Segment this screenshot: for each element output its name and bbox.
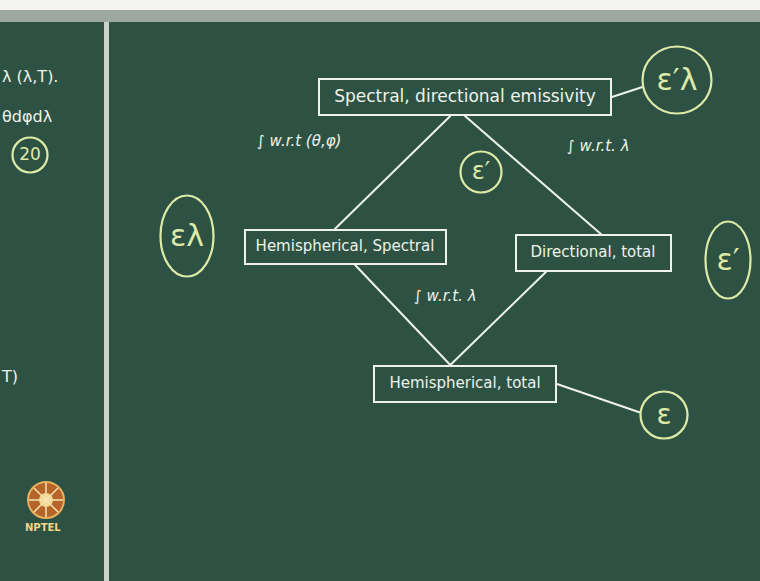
symbol-circle: ε′ — [459, 150, 503, 194]
symbol-text: ελ — [170, 219, 204, 254]
connector-line — [612, 87, 642, 97]
board-note: λ (λ,T). — [2, 68, 58, 86]
process-box: Spectral, directional emissivity — [318, 78, 612, 116]
connector-line — [355, 265, 450, 365]
symbol-text: ε′λ — [657, 63, 698, 98]
logo-text: NPTEL — [25, 522, 61, 534]
box-label: Hemispherical, Spectral — [256, 238, 435, 255]
symbol-text: ε′ — [716, 243, 739, 278]
symbol-circle: ελ — [159, 194, 215, 278]
symbol-text: ε — [656, 399, 671, 431]
connector-line — [450, 272, 546, 365]
box-label: Spectral, directional emissivity — [334, 87, 596, 107]
equation-number: 20 — [11, 136, 49, 174]
process-box: Hemispherical, total — [373, 365, 557, 403]
edge-label: ∫ w.r.t (θ,φ) — [255, 133, 343, 150]
edge-label: ∫ w.r.t. λ — [412, 288, 479, 305]
symbol-text: 20 — [19, 145, 41, 165]
board-note: T) — [2, 368, 18, 386]
top-strip — [0, 0, 760, 10]
process-box: Hemispherical, Spectral — [244, 229, 447, 265]
connector-line — [335, 116, 450, 229]
connector-line — [557, 384, 640, 413]
board-frame — [104, 22, 109, 581]
box-label: Directional, total — [531, 244, 656, 261]
symbol-circle: ε′ — [704, 220, 752, 300]
nptel-logo — [28, 482, 64, 518]
box-label: Hemispherical, total — [389, 375, 540, 392]
symbol-circle: ε — [639, 390, 689, 440]
connector-line — [465, 116, 601, 234]
symbol-text: ε′ — [472, 158, 490, 186]
symbol-circle: ε′λ — [641, 45, 713, 115]
board-rail — [0, 10, 760, 22]
process-box: Directional, total — [515, 234, 672, 272]
board-note: θdφdλ — [2, 108, 52, 126]
edge-label: ∫ w.r.t. λ — [565, 138, 632, 155]
